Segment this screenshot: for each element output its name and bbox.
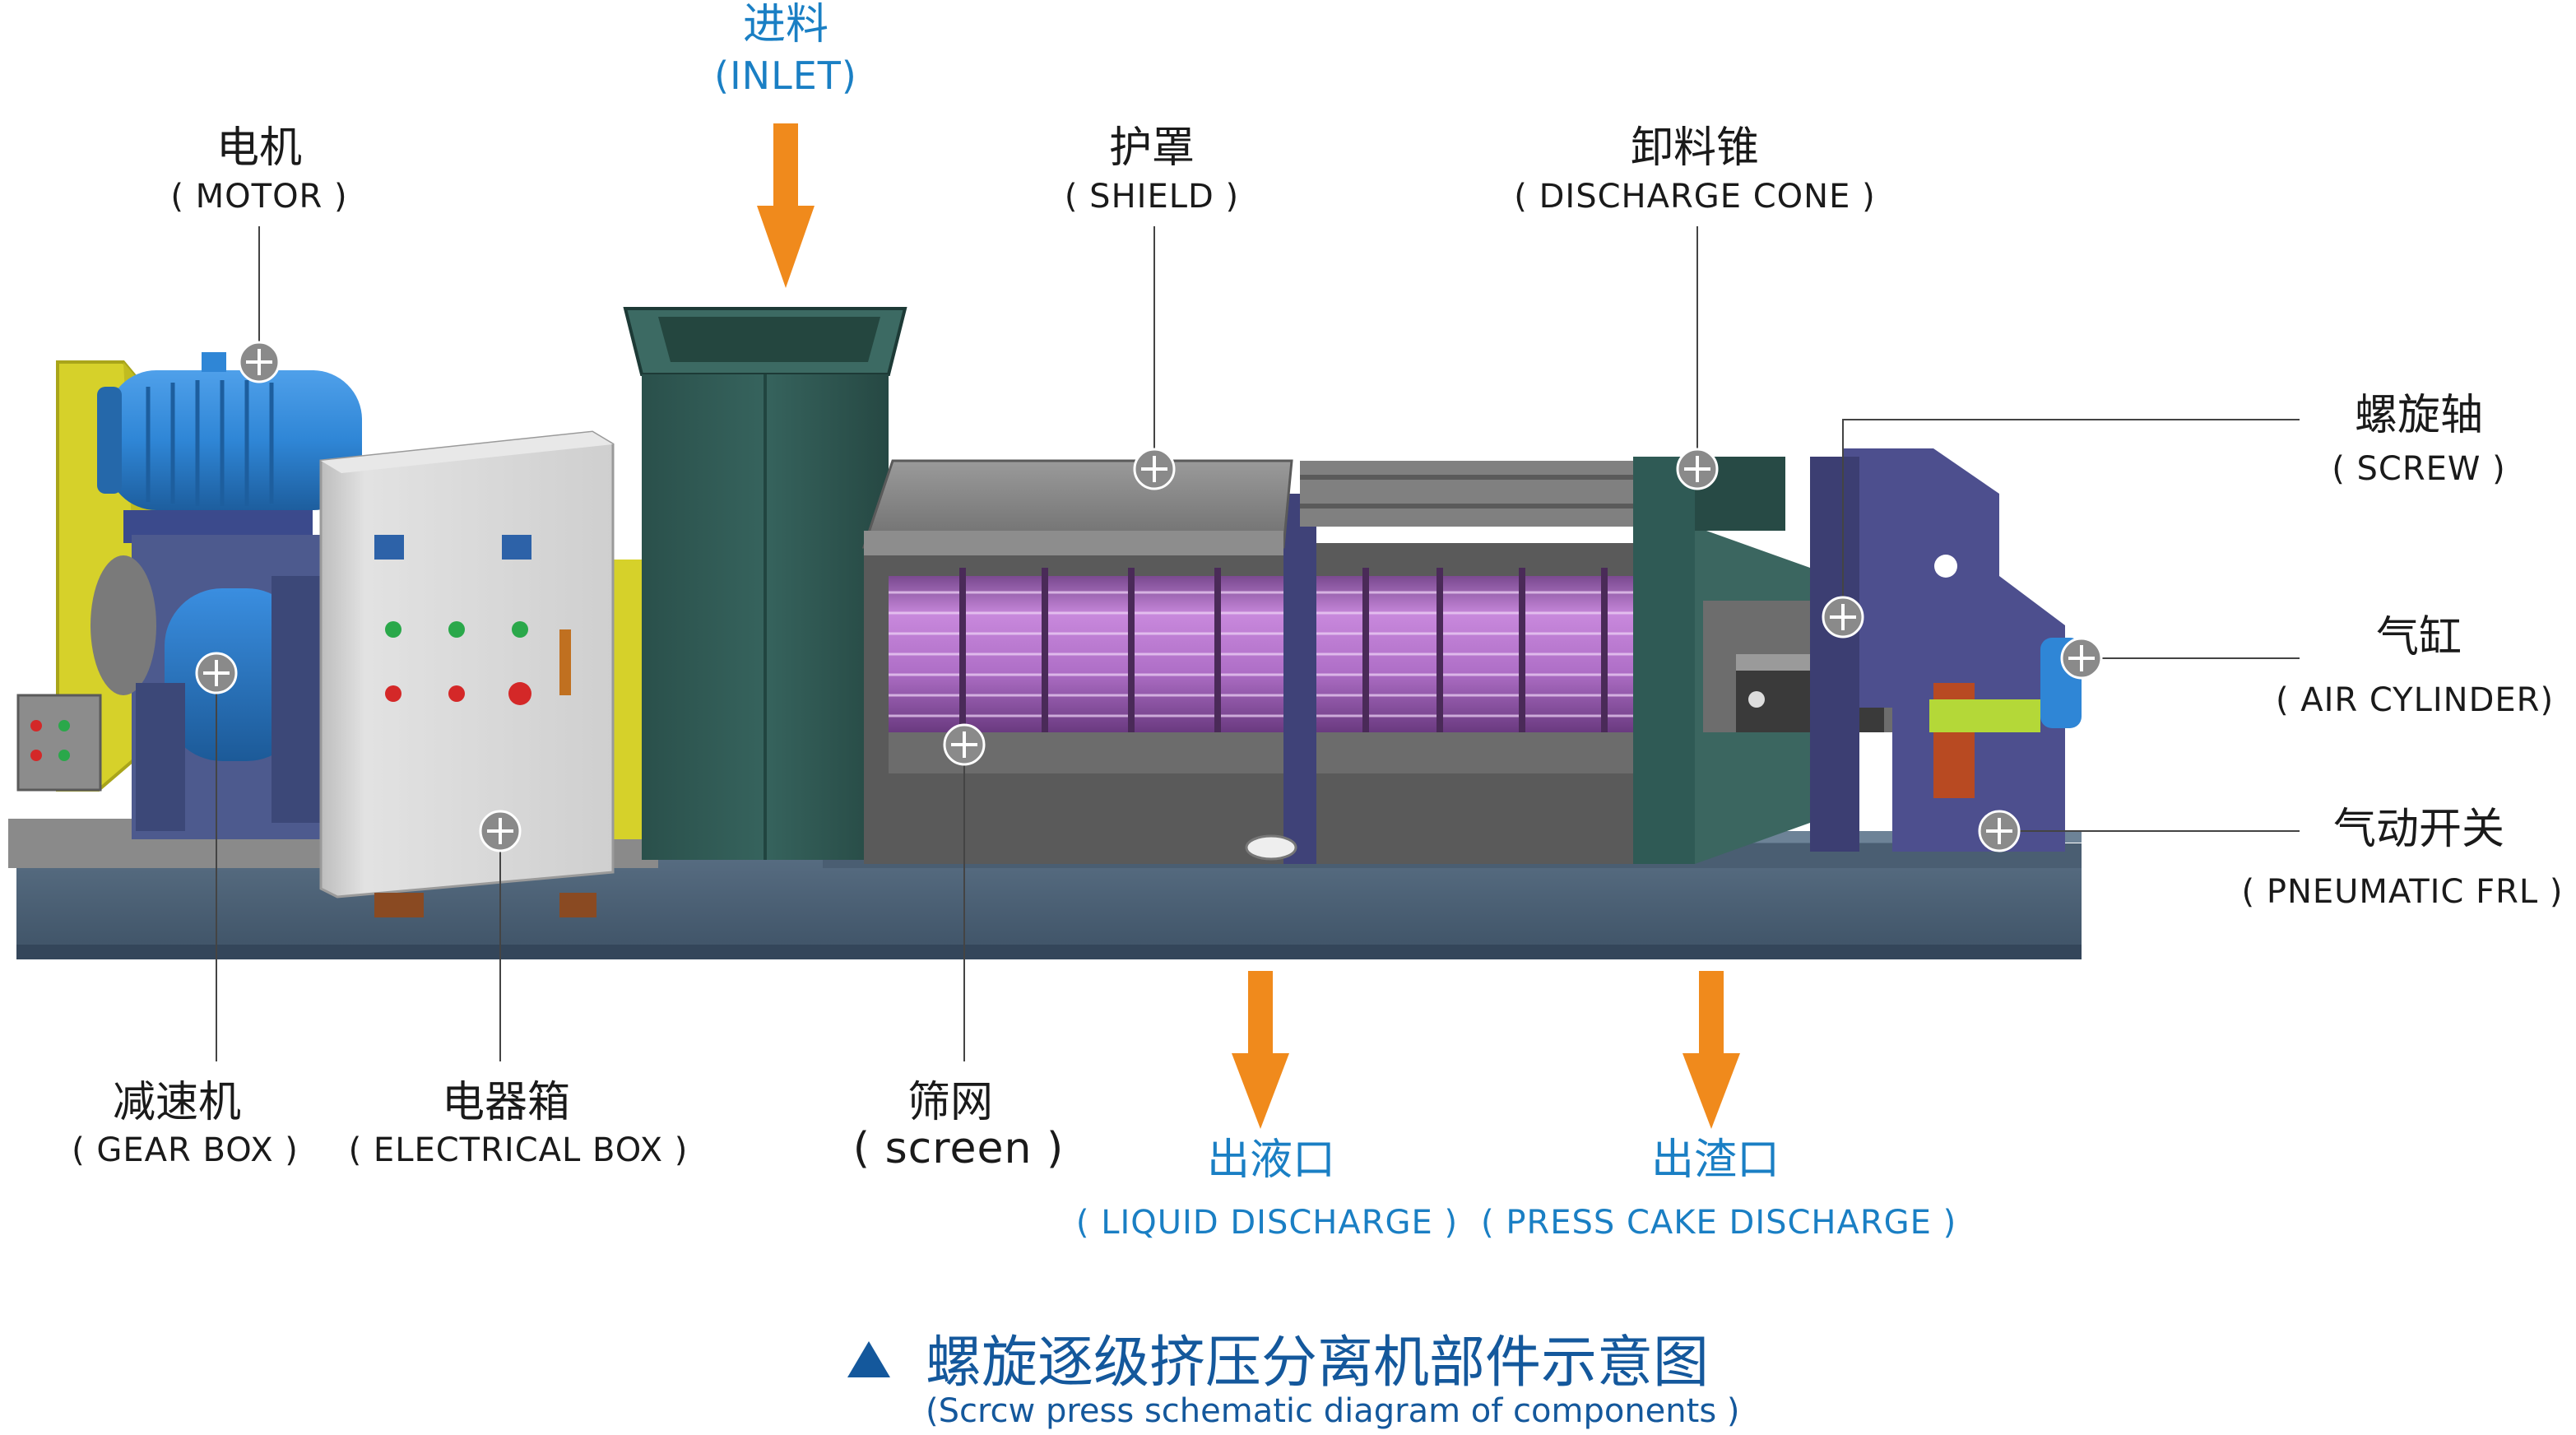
motor-label-en: ( MOTOR ) xyxy=(170,178,348,216)
marker-discharge-cone xyxy=(1676,448,1719,490)
liquid-discharge-arrow xyxy=(1232,971,1289,1129)
air-cylinder-label-zh: 气缸 xyxy=(2375,613,2462,662)
marker-pneumatic-frl xyxy=(1978,810,2021,852)
pneumatic-frl-label-en: ( PNEUMATIC FRL ) xyxy=(2241,873,2564,911)
gear-box-label-zh: 减速机 xyxy=(112,1078,241,1127)
shield xyxy=(861,459,1645,555)
screen-label-zh: 筛网 xyxy=(907,1078,993,1127)
liquid-discharge-label-en: ( LIQUID DISCHARGE ) xyxy=(1075,1204,1459,1242)
inlet-label-en: (INLET) xyxy=(714,53,857,98)
marker-shield xyxy=(1133,448,1176,490)
marker-screen xyxy=(943,723,986,766)
press-cake-arrow xyxy=(1683,971,1740,1129)
press-cake-discharge-label-en: ( PRESS CAKE DISCHARGE ) xyxy=(1481,1204,1957,1242)
end-frame xyxy=(1810,448,2082,852)
screw-label-zh: 螺旋轴 xyxy=(2354,391,2483,440)
discharge-cone-label-zh: 卸料锥 xyxy=(1630,123,1759,173)
shield-label-zh: 护罩 xyxy=(1108,123,1195,173)
callout-markers xyxy=(195,341,2103,852)
discharge-cone-label-en: ( DISCHARGE CONE ) xyxy=(1514,178,1876,216)
inlet-label-zh: 进料 xyxy=(742,0,828,49)
caption-title-zh: 螺旋逐级挤压分离机部件示意图 xyxy=(926,1331,1710,1396)
marker-screw xyxy=(1822,596,1864,639)
local-control-box xyxy=(16,694,102,792)
caption-title-en: (Scrcw press schematic diagram of compon… xyxy=(926,1392,1740,1430)
gear-box-label-en: ( GEAR BOX ) xyxy=(72,1131,299,1169)
inlet-arrow xyxy=(757,123,815,288)
marker-motor xyxy=(238,341,281,383)
callout-lines xyxy=(216,226,2300,1061)
shield-label-en: ( SHIELD ) xyxy=(1064,178,1240,216)
pneumatic-frl-label-zh: 气动开关 xyxy=(2332,805,2504,854)
screen-label-en: ( screen ) xyxy=(852,1124,1065,1173)
screw-label-en: ( SCREW ) xyxy=(2332,450,2506,488)
air-cylinder-label-en: ( AIR CYLINDER) xyxy=(2275,681,2555,719)
screen-cylinder xyxy=(864,494,1670,864)
electrical-box xyxy=(319,430,615,917)
feed-hopper xyxy=(623,307,907,860)
marker-air-cylinder xyxy=(2060,637,2103,680)
liquid-discharge-label-zh: 出液口 xyxy=(1206,1135,1335,1185)
marker-gear-box xyxy=(195,652,238,694)
press-cake-discharge-label-zh: 出渣口 xyxy=(1650,1135,1780,1185)
electrical-box-label-en: ( ELECTRICAL BOX ) xyxy=(348,1131,689,1169)
motor-label-zh: 电机 xyxy=(216,123,302,173)
marker-electrical-box xyxy=(479,810,522,852)
electrical-box-label-zh: 电器箱 xyxy=(441,1078,570,1127)
caption-triangle-icon xyxy=(847,1341,890,1377)
